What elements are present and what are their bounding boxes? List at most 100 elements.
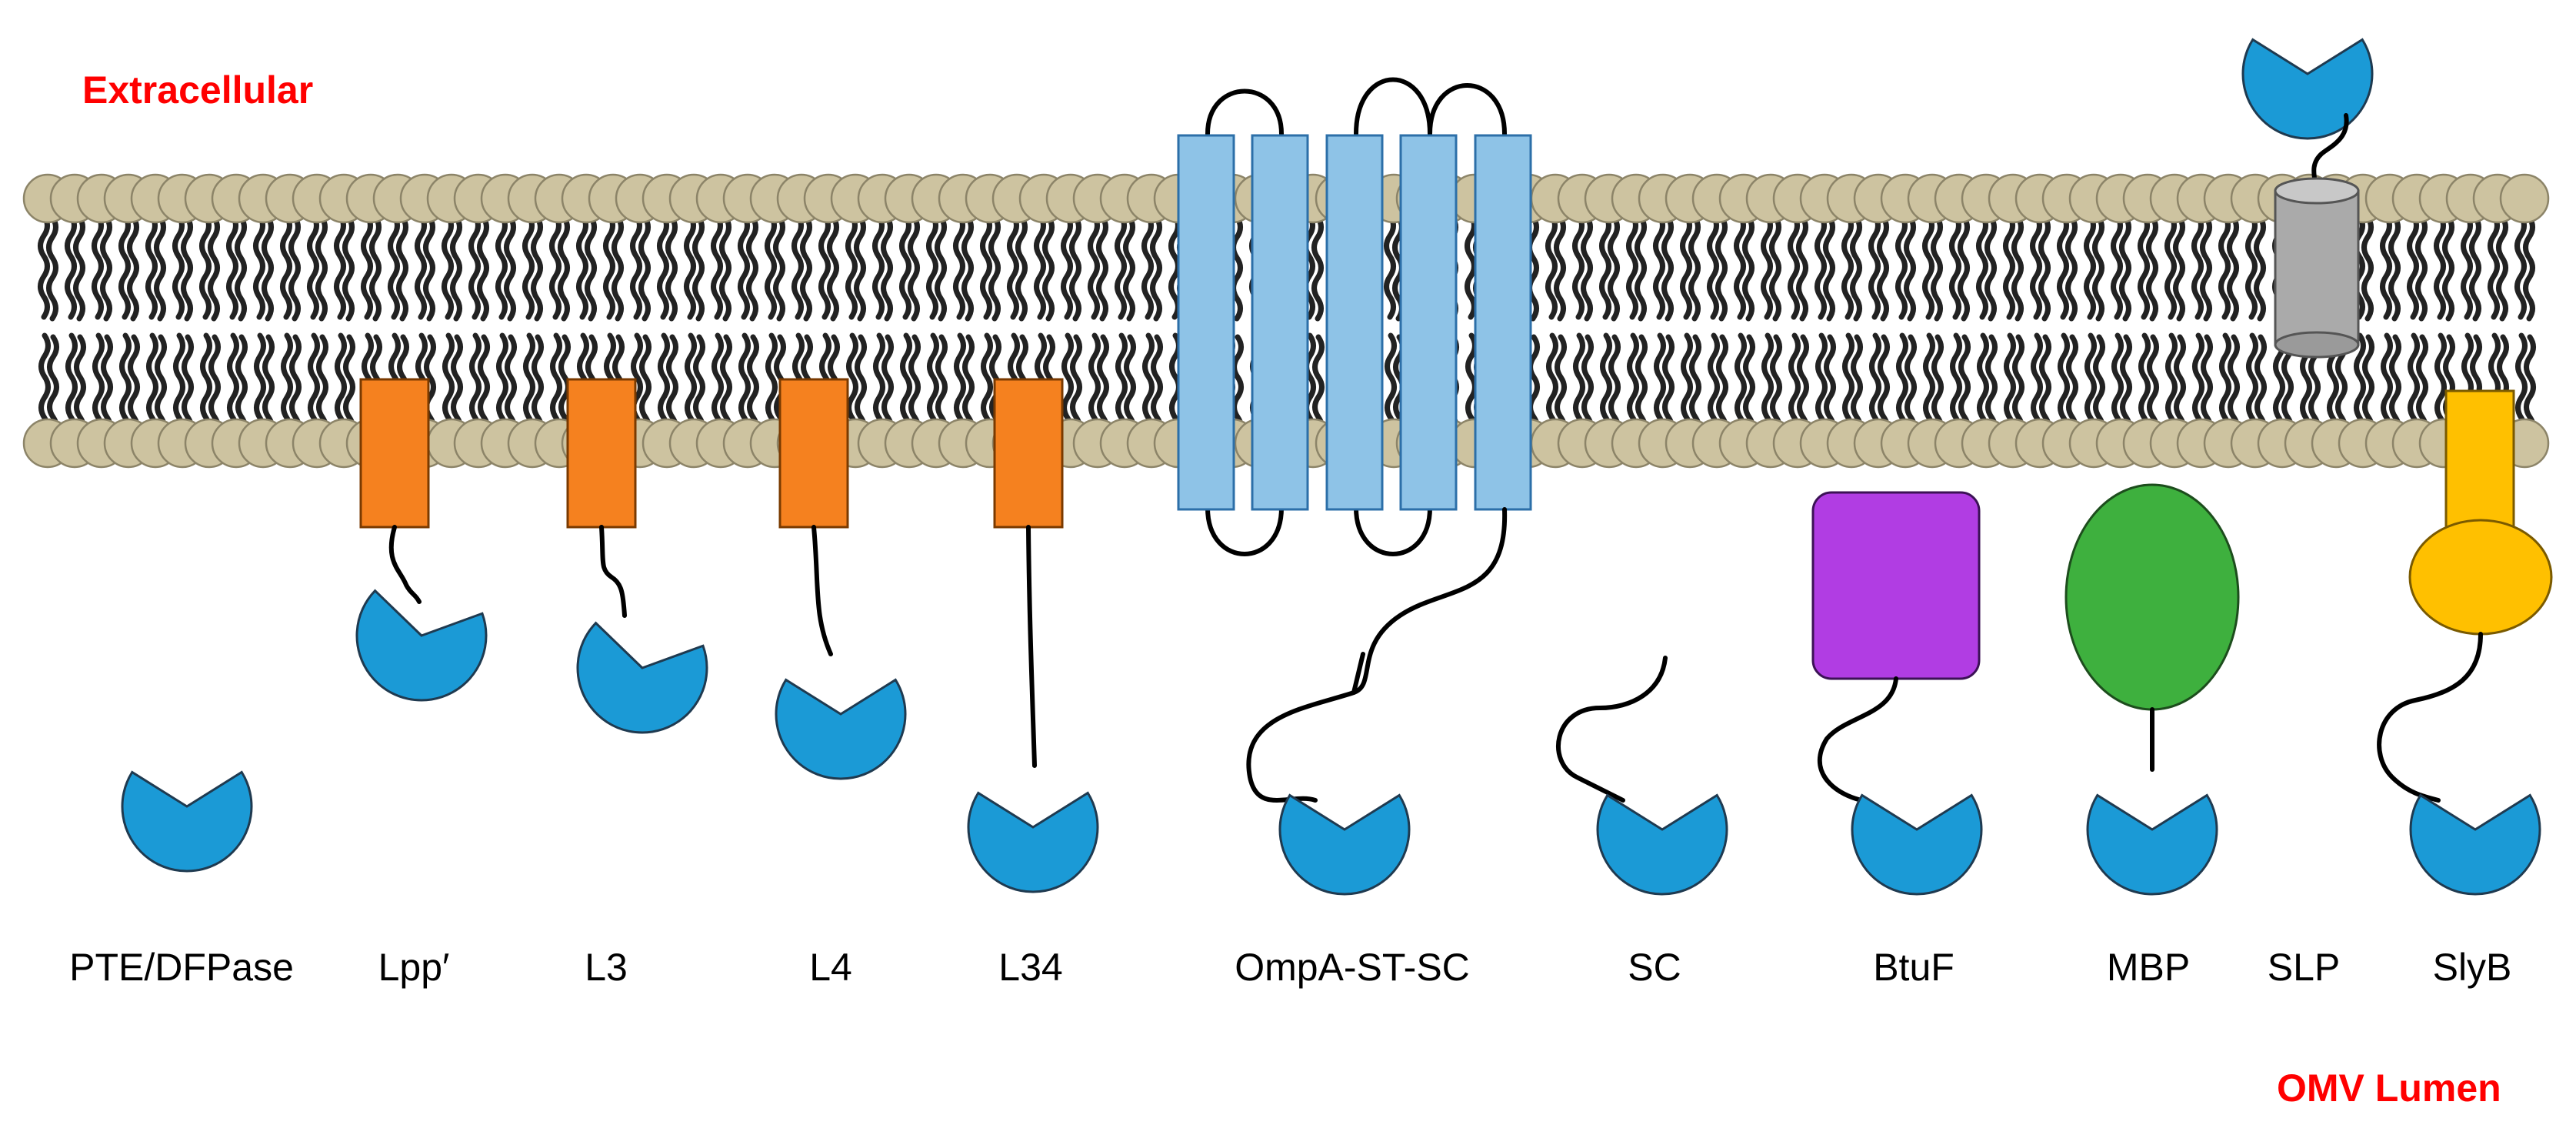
lipid-tail: [827, 214, 839, 322]
lipid-tail: [1797, 334, 1809, 440]
lipid-tail: [2164, 212, 2177, 320]
lipid-tail: [128, 334, 140, 440]
lipid-tail: [235, 334, 248, 440]
lipid-tail: [477, 214, 489, 322]
lipid-tail: [666, 334, 678, 440]
lipid-tail: [2030, 212, 2042, 320]
lipid-tail: [2200, 214, 2212, 322]
label-ompa-st-sc: OmpA-ST-SC: [1235, 946, 1470, 989]
lipid-tail: [2380, 212, 2392, 320]
slp-enzyme-icon: [2241, 38, 2374, 140]
lipid-tail: [451, 334, 463, 440]
lipid-tail: [908, 214, 920, 322]
lipid-tail: [980, 212, 992, 320]
lipid-tail: [2065, 214, 2078, 322]
lipid-tail: [1742, 214, 1755, 322]
lipid-head-outer: [2499, 173, 2550, 224]
lipid-tail: [1141, 212, 1154, 320]
mbp-protein: [2064, 483, 2240, 711]
lipid-tail: [1851, 334, 1863, 440]
lipid-tail: [747, 334, 759, 440]
lipid-tail: [638, 214, 651, 322]
lipid-tail: [1097, 334, 1109, 440]
lipid-tail: [773, 214, 785, 322]
l3-enzyme-icon: [576, 621, 708, 734]
lipid-tail: [1949, 212, 1961, 320]
lipid-tail: [208, 214, 220, 322]
lipid-tail: [693, 334, 705, 440]
lipid-tail: [155, 334, 167, 440]
lipid-tail: [154, 214, 166, 322]
lipid-tail: [495, 212, 508, 320]
lipid-tail: [899, 212, 911, 320]
lipid-tail: [1168, 212, 1181, 320]
lipid-tail: [1770, 334, 1782, 440]
lipid-tail: [1841, 212, 1854, 320]
beta-strand: [1325, 134, 1384, 511]
lipid-tail: [988, 214, 1001, 322]
lipid-tail: [1905, 334, 1917, 440]
lipid-tail: [47, 334, 59, 440]
lipid-tail: [854, 214, 866, 322]
lipid-tail: [1231, 214, 1243, 322]
lipid-tail: [818, 212, 831, 320]
lipid-tail: [692, 214, 705, 322]
lipid-tail: [549, 212, 562, 320]
lipid-tail: [2092, 214, 2104, 322]
lipid-tail: [1796, 214, 1808, 322]
btuf-protein: [1811, 491, 1981, 680]
lipid-tail: [1231, 334, 1244, 440]
label-lpp: Lpp′: [378, 946, 450, 989]
lipid-tail: [361, 212, 373, 320]
lipid-tail: [315, 214, 328, 322]
l4-anchor: [778, 378, 849, 529]
lipid-tail: [1545, 212, 1558, 320]
lipid-tail: [1895, 212, 1908, 320]
lipid-tail: [2353, 212, 2365, 320]
lipid-tail: [235, 214, 247, 322]
lipid-tail: [1635, 334, 1648, 440]
lipid-tail: [765, 212, 777, 320]
lipid-tail: [1653, 212, 1665, 320]
beta-strand: [1251, 134, 1309, 511]
lipid-tail: [2362, 334, 2374, 440]
lipid-tail: [1850, 214, 1862, 322]
lipid-tail: [1976, 212, 1988, 320]
lipid-tail: [1769, 214, 1781, 322]
slp-barrel-bottom: [2274, 331, 2360, 359]
label-sc: SC: [1628, 946, 1681, 989]
lipid-tail: [1985, 334, 1998, 440]
lipid-tail: [2488, 212, 2500, 320]
label-slp: SLP: [2267, 946, 2341, 989]
lipid-tail: [1868, 212, 1881, 320]
lipid-tail: [558, 214, 570, 322]
lipid-tail: [145, 212, 158, 320]
ompa-st-tag: [1351, 652, 1365, 695]
lipid-tail: [181, 214, 193, 322]
lipid-tail: [1007, 212, 1019, 320]
lipid-tail: [2461, 212, 2473, 320]
lipid-tail: [1070, 334, 1082, 440]
lipid-tail: [288, 214, 301, 322]
lipid-tail: [1061, 212, 1073, 320]
ompa-enzyme-icon: [1278, 793, 1411, 896]
lipid-tail: [1527, 214, 1539, 322]
slp-linker: [2311, 113, 2349, 185]
lipid-tail: [1042, 214, 1055, 322]
label-slyb: SlyB: [2432, 946, 2512, 989]
beta-strand: [1474, 134, 1532, 511]
lipid-tail: [2254, 214, 2266, 322]
lipid-tail: [791, 212, 804, 320]
label-btuf: BtuF: [1873, 946, 1954, 989]
lipid-tail: [2361, 214, 2374, 322]
slp-barrel-top: [2274, 177, 2360, 205]
lipid-tail: [872, 212, 885, 320]
lipid-tail: [1572, 212, 1585, 320]
lipid-tail: [532, 334, 544, 440]
lipid-tail: [2415, 214, 2428, 322]
lipid-tail: [2389, 334, 2401, 440]
lipid-tail: [1716, 334, 1728, 440]
lipid-tail: [2227, 214, 2239, 322]
lipid-tail: [2524, 334, 2536, 440]
